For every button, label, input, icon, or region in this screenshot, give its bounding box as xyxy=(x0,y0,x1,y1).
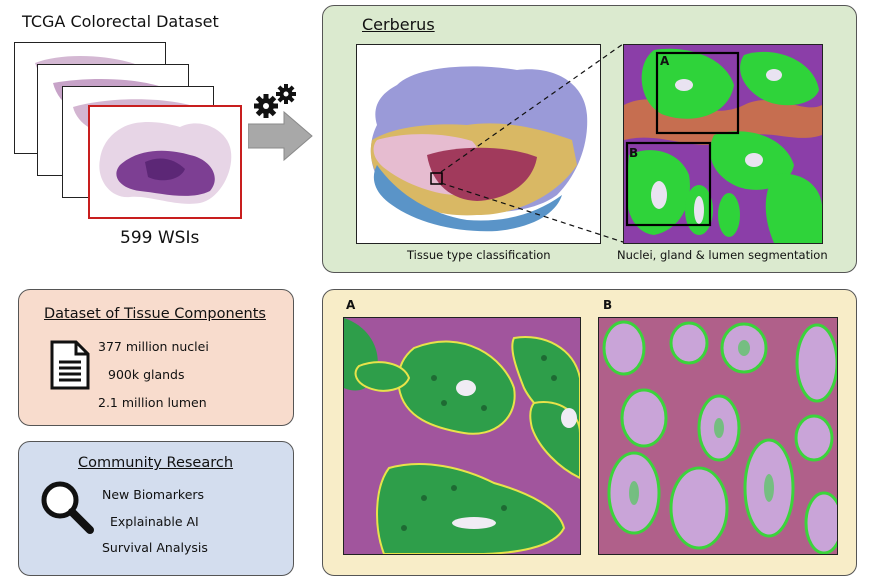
components-item-glands: 900k glands xyxy=(108,367,185,382)
caption-segmentation: Nuclei, gland & lumen segmentation xyxy=(617,248,828,262)
zoom-image-b xyxy=(598,317,838,555)
document-icon xyxy=(50,340,90,394)
segmentation-image xyxy=(623,44,823,244)
zoom-image-a xyxy=(343,317,581,555)
community-research-title: Community Research xyxy=(78,455,234,471)
components-item-lumen: 2.1 million lumen xyxy=(98,395,207,410)
zoom-label-a: A xyxy=(346,298,356,312)
cerberus-title: Cerberus xyxy=(362,15,435,34)
community-item-survival: Survival Analysis xyxy=(102,540,208,555)
region-a-label: A xyxy=(660,54,670,68)
tissue-components-title: Dataset of Tissue Components xyxy=(44,306,266,322)
gears-icon xyxy=(252,82,300,126)
tissue-classification-image xyxy=(356,44,601,244)
components-item-nuclei: 377 million nuclei xyxy=(98,339,209,354)
magnifier-icon xyxy=(38,478,96,540)
arrow-right-icon xyxy=(247,110,314,166)
zoom-label-b: B xyxy=(603,298,613,312)
community-item-xai: Explainable AI xyxy=(110,514,199,529)
wsi-slide-front xyxy=(88,105,242,219)
region-b-label: B xyxy=(629,146,639,160)
community-item-biomarkers: New Biomarkers xyxy=(102,487,205,502)
wsi-count: 599 WSIs xyxy=(120,228,200,248)
dataset-title: TCGA Colorectal Dataset xyxy=(22,12,219,31)
caption-tissue-classification: Tissue type classification xyxy=(407,248,551,262)
